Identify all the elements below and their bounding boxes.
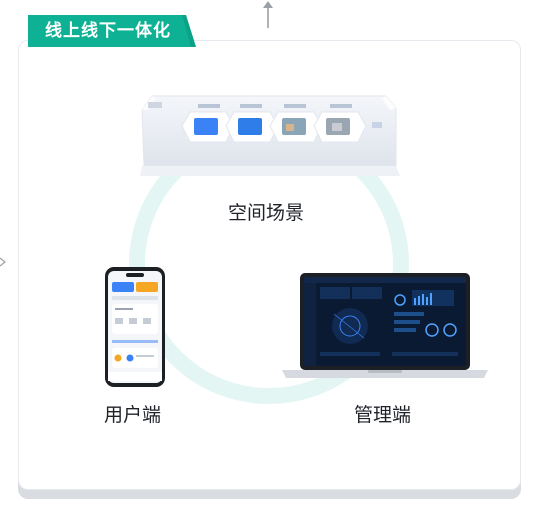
laptop-illustration: [282, 273, 488, 378]
hex-panel-1: [181, 111, 235, 143]
tag-shape: [28, 15, 196, 47]
arrow-right-icon: [0, 257, 6, 267]
hex-panel-3: [269, 111, 323, 143]
hex-panel-4: [313, 111, 367, 143]
phone-illustration: [105, 267, 165, 387]
admin-client-label: 管理端: [354, 404, 412, 426]
hex-panel-2: [225, 111, 279, 143]
arrow-up-icon: [263, 1, 273, 28]
space-scene-illustration: [140, 95, 400, 176]
tag-label: 线上线下一体化: [45, 21, 171, 41]
space-scene-label: 空间场景: [228, 202, 305, 224]
user-client-label: 用户端: [104, 404, 162, 426]
section-tag: 线上线下一体化: [28, 15, 196, 47]
